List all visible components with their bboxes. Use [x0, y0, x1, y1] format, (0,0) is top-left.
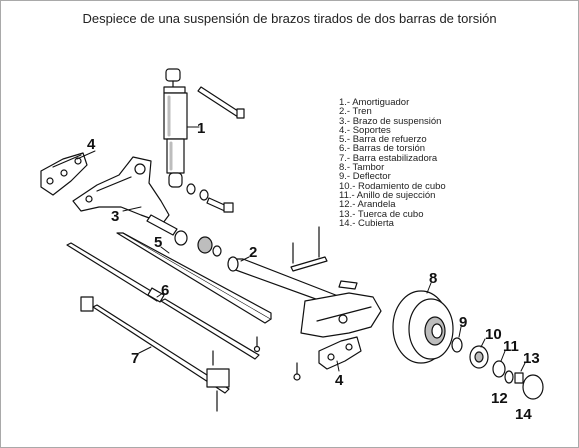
callout-3: 3	[111, 208, 119, 225]
legend-item: 2.- Tren	[339, 106, 372, 118]
retaining-ring	[492, 360, 506, 378]
deflector	[451, 337, 463, 353]
callout-12: 12	[491, 390, 508, 407]
leader-lines	[76, 126, 526, 372]
hub-cap	[522, 374, 544, 400]
legend-item: 6.- Barras de torsión	[339, 143, 426, 155]
callout-10: 10	[485, 326, 502, 343]
legend-item: 8.- Tambor	[339, 162, 385, 174]
callout-6: 6	[161, 282, 169, 299]
callout-8: 8	[429, 270, 437, 287]
legend-item: 12.- Arandela	[339, 199, 396, 211]
callout-2: 2	[249, 244, 257, 261]
callout-13: 13	[523, 350, 540, 367]
legend-item: 7.- Barra estabilizadora	[339, 152, 438, 164]
support-bracket-lower	[318, 336, 362, 370]
legend-item: 5.- Barra de refuerzo	[339, 134, 427, 146]
legend-item: 11.- Anillo de sujección	[339, 189, 436, 201]
legend-item: 13.- Tuerca de cubo	[339, 208, 424, 220]
reinforcement-bar	[116, 232, 272, 324]
callout-7: 7	[131, 350, 139, 367]
callout-9: 9	[459, 314, 467, 331]
legend-item: 9.- Deflector	[339, 171, 391, 183]
legend-item: 3.- Brazo de suspensión	[339, 115, 442, 127]
parts-legend: 1.- Amortiguador 2.- Tren 3.- Brazo de s…	[339, 97, 446, 229]
callout-14: 14	[515, 406, 532, 423]
support-bracket-upper	[40, 152, 88, 196]
callout-4-lower: 4	[335, 372, 344, 389]
hub-nut	[514, 372, 524, 384]
callout-5: 5	[154, 234, 162, 251]
stabilizer-bar	[80, 296, 230, 412]
fasteners	[253, 336, 301, 381]
torsion-bars	[66, 242, 260, 360]
right-trailing-arm	[300, 280, 382, 338]
hub-bearing	[469, 345, 489, 369]
shock-absorber	[163, 68, 245, 213]
legend-item: 4.- Soportes	[339, 124, 391, 136]
bushing-set	[174, 230, 222, 257]
washer	[504, 370, 514, 384]
callout-11: 11	[503, 338, 519, 355]
legend-item: 14.- Cubierta	[339, 217, 394, 229]
brake-drum	[392, 290, 454, 364]
legend-item: 10.- Rodamiento de cubo	[339, 180, 446, 192]
legend-item: 1.- Amortiguador	[339, 97, 410, 108]
suspension-arm	[72, 156, 178, 236]
callout-1: 1	[197, 120, 205, 137]
figure-title: Despiece de una suspensión de brazos tir…	[82, 11, 497, 26]
callout-4-upper: 4	[87, 136, 96, 153]
